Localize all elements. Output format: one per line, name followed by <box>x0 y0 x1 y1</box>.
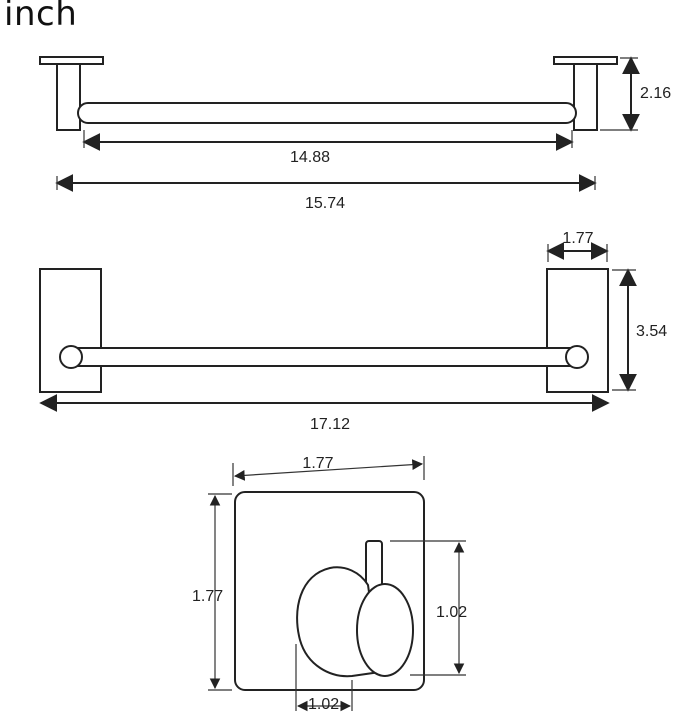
hook-plate-width-arrow <box>233 459 424 481</box>
hook-barrel-end <box>356 583 414 677</box>
plate-height-label: 3.54 <box>636 323 667 340</box>
inner-length-label: 14.88 <box>290 149 330 166</box>
overall-length-label: 17.12 <box>310 416 350 433</box>
hook-plate-height-label: 1.77 <box>192 588 223 605</box>
plate-width-label: 1.77 <box>562 230 593 247</box>
right-wall-plate <box>546 268 609 393</box>
hook-width-label: 1.02 <box>308 696 339 713</box>
bar-top-view: 14.88 15.74 2.16 <box>39 56 671 212</box>
left-wall-plate <box>39 268 102 393</box>
total-length-label: 15.74 <box>305 195 345 212</box>
left-mount-plate <box>39 56 104 65</box>
hook-height-label: 1.02 <box>436 604 467 621</box>
depth-label: 2.16 <box>640 85 671 102</box>
unit-label: inch <box>4 0 78 34</box>
right-rod-cap <box>565 345 589 369</box>
hook-plate-width-label: 1.77 <box>302 455 333 472</box>
bar-front-view: 1.77 3.54 17.12 <box>39 230 667 433</box>
right-mount-post <box>573 63 598 131</box>
left-rod-cap <box>59 345 83 369</box>
hook-view: 1.77 1.77 1.02 1.02 <box>192 455 467 713</box>
rod-front <box>69 347 579 367</box>
left-mount-post <box>56 63 81 131</box>
rod-top <box>77 102 577 124</box>
right-mount-plate <box>553 56 618 65</box>
